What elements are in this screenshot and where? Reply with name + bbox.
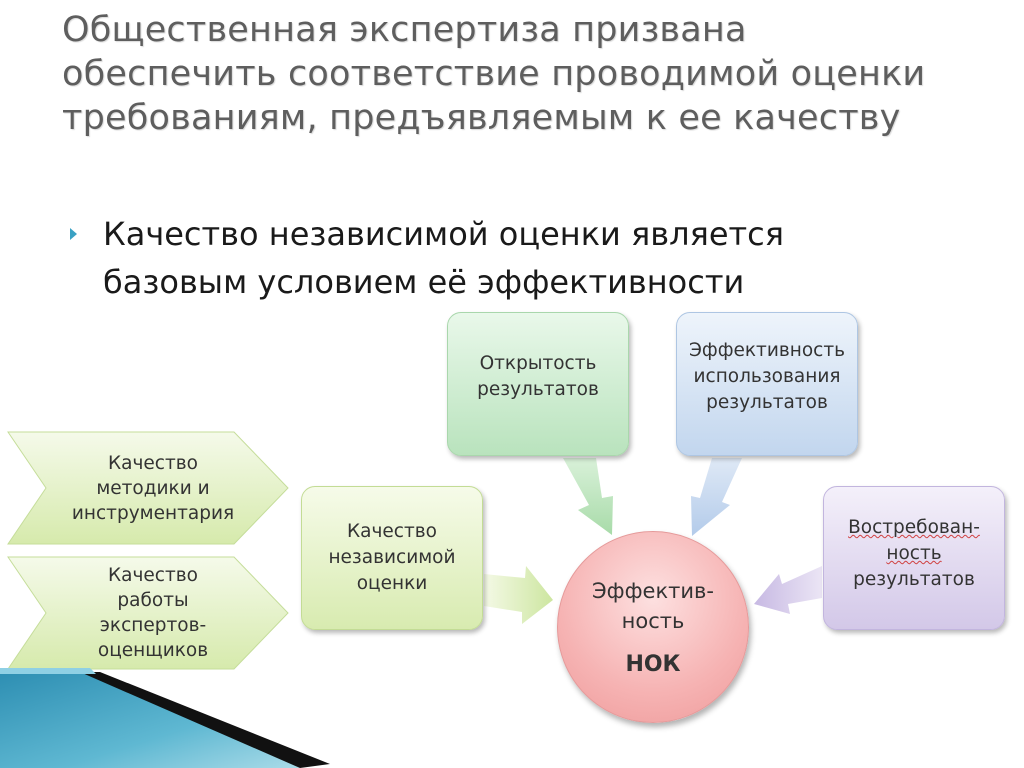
decorative-corner-stripes (0, 668, 330, 768)
arrow-quality-to-center (484, 566, 553, 624)
box-openness-label: Открытость результатов (477, 353, 599, 400)
box-openness: Открытость результатов (447, 312, 629, 456)
box-assessment-quality: Качество независимой оценки (301, 486, 483, 630)
input-experts: Качество работы экспертов- оценщиков (6, 555, 290, 671)
input-methodology-label: Качество методики и инструментария (71, 452, 235, 524)
box-demand-label-line2: ность (886, 543, 942, 564)
center-label: Эффектив- ность (591, 579, 714, 633)
arrow-openness-to-center (563, 458, 613, 535)
center-sublabel: НОК (625, 652, 681, 677)
arrow-usage-to-center (691, 458, 742, 536)
arrow-demand-to-center (754, 566, 822, 614)
box-demand-label-line1: Востребован- (848, 517, 980, 538)
box-usage-efficiency: Эффективность использования результатов (676, 312, 858, 456)
input-experts-label: Качество работы экспертов- оценщиков (97, 565, 209, 661)
chevron-shape (7, 431, 289, 545)
box-assessment-quality-label: Качество независимой оценки (328, 521, 456, 594)
box-demand-label-line3: результатов (853, 569, 975, 590)
center-efficiency-circle: Эффектив- ность НОК (557, 531, 749, 723)
box-demand: Востребован- ность результатов (823, 486, 1005, 630)
bullet-text: Качество независимой оценки является баз… (103, 215, 784, 301)
input-methodology: Качество методики и инструментария (6, 430, 290, 546)
slide-title: Общественная экспертиза призвана обеспеч… (62, 10, 926, 138)
bullet-arrow-icon (70, 228, 77, 240)
chevron-shape (7, 556, 289, 670)
box-usage-efficiency-label: Эффективность использования результатов (688, 340, 846, 413)
